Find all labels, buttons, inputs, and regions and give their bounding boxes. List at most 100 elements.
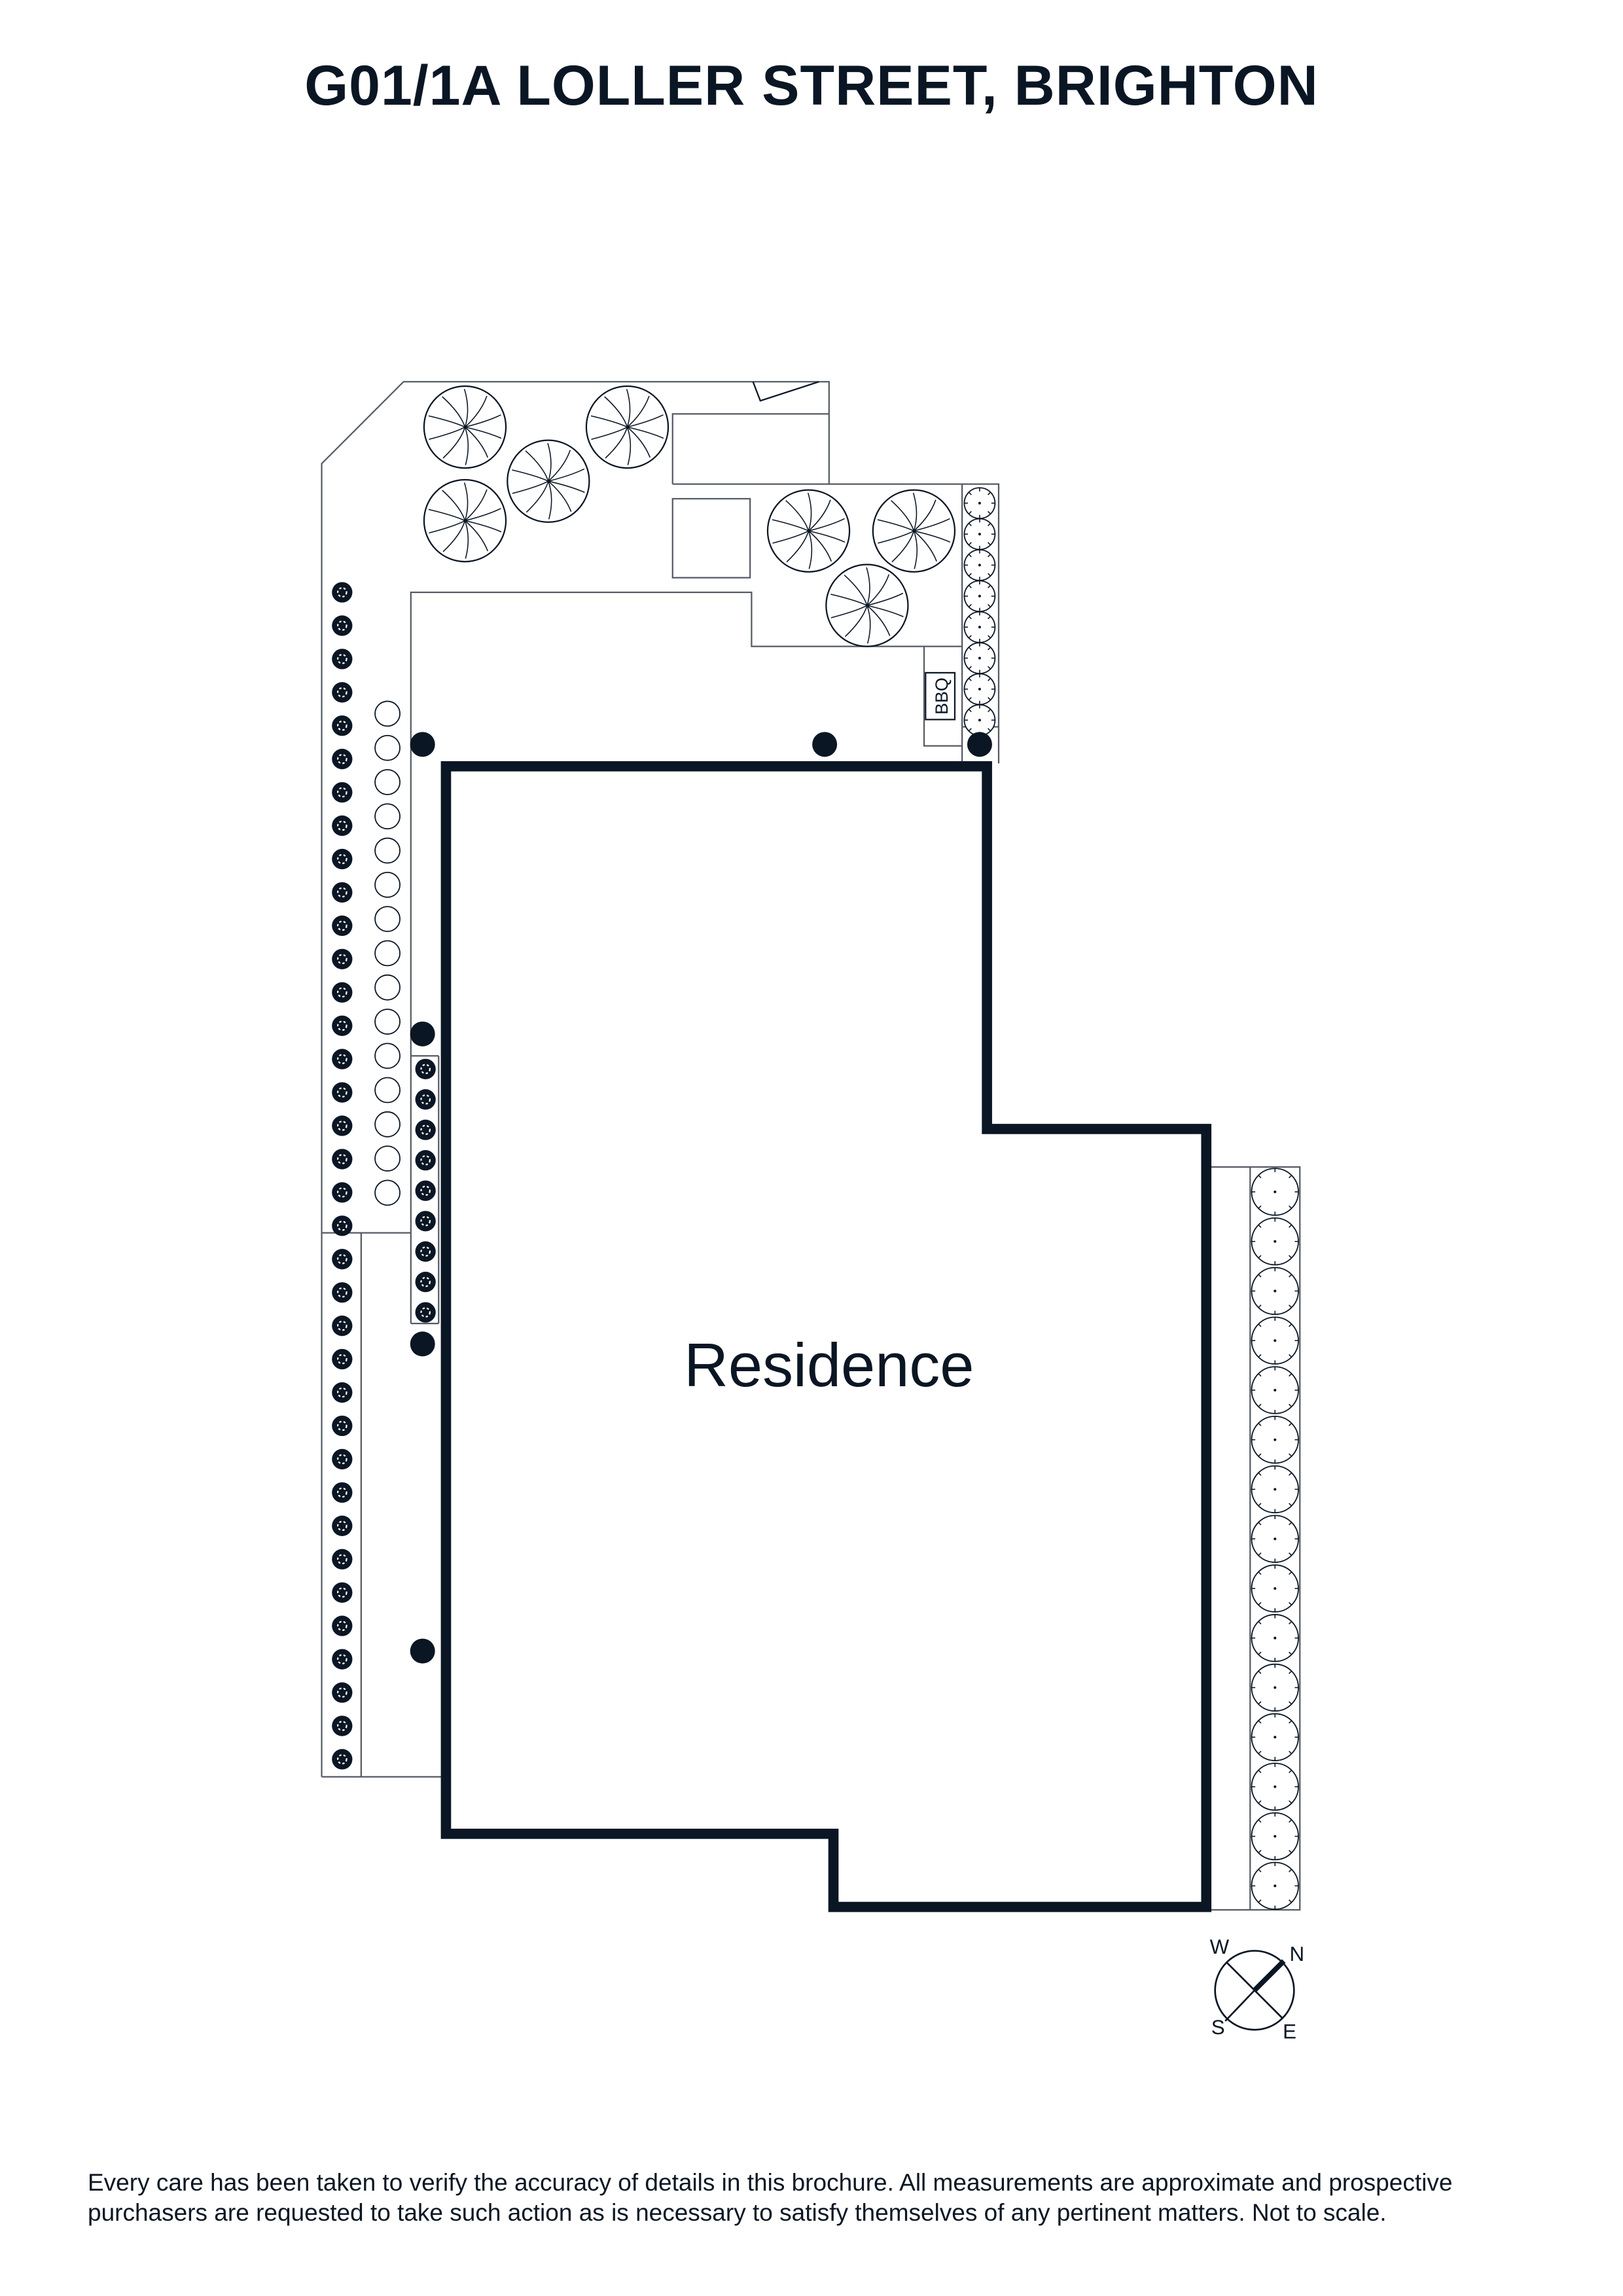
residence-outline (440, 761, 1212, 1912)
planter-plant-icon (963, 487, 996, 520)
planter-plant-icon (1251, 1168, 1299, 1216)
hedge-circle-icon (374, 769, 401, 795)
shrub-icon (415, 1150, 436, 1171)
bbq-label: BBQ (932, 677, 952, 715)
planter-plant-icon (1251, 1217, 1299, 1266)
shrub-icon (332, 1715, 353, 1736)
shrub-icon (332, 1115, 353, 1136)
planter-plant-icon (1251, 1465, 1299, 1514)
planter-plant-icon (963, 549, 996, 581)
shrub-icon (332, 1515, 353, 1536)
shrub-icon (332, 615, 353, 636)
hedge-circle-icon (374, 1043, 401, 1069)
planter-plant-icon (963, 611, 996, 643)
planter-plant-icon (1251, 1316, 1299, 1365)
shrub-icon (332, 915, 353, 937)
planter-plant-icon (1251, 1515, 1299, 1563)
hedge-circle-icon (374, 700, 401, 727)
planter-plant-icon (1251, 1614, 1299, 1662)
shrub-icon (415, 1302, 436, 1323)
tree-icon (585, 385, 669, 469)
post-dot (410, 1331, 435, 1357)
compass-e: E (1283, 2020, 1296, 2043)
tree-icon (423, 385, 507, 469)
disclaimer-line-1: Every care has been taken to verify the … (88, 2169, 1453, 2196)
shrub-icon (415, 1241, 436, 1262)
shrub-icon (332, 1549, 353, 1570)
shrub-icon (332, 715, 353, 736)
shrub-icon (332, 1149, 353, 1170)
shrub-icon (332, 1382, 353, 1403)
posts (410, 732, 992, 1664)
hedge-circle-icon (374, 1179, 401, 1206)
planter-plant-icon (1251, 1763, 1299, 1811)
post-dot (410, 732, 435, 757)
planter-circles (963, 487, 1299, 1910)
shrub-icon (332, 1415, 353, 1437)
planter-plant-icon (1251, 1564, 1299, 1613)
hedge-circle-icon (374, 1009, 401, 1035)
bbq: BBQ (925, 672, 956, 721)
disclaimer-line-2: purchasers are requested to take such ac… (88, 2199, 1387, 2226)
shrub-icon (415, 1119, 436, 1140)
hedge-circle-icon (374, 734, 401, 761)
shrub-icon (332, 1282, 353, 1303)
planter-plant-icon (1251, 1266, 1299, 1316)
hedge-circle-icon (374, 1111, 401, 1138)
shrub-icon (415, 1211, 436, 1232)
shrub-icon (415, 1089, 436, 1110)
shrub-icon (332, 749, 353, 770)
shrub-icon (415, 1180, 436, 1201)
shrub-icon (332, 1249, 353, 1270)
hedge-circle-icon (374, 803, 401, 830)
hedge-circle-icon (374, 1077, 401, 1103)
shrubs (332, 582, 436, 1770)
shrub-icon (332, 1448, 353, 1470)
planter-plant-icon (963, 673, 996, 706)
trees (423, 385, 956, 647)
post-dot (410, 1021, 435, 1047)
shrub-icon (332, 781, 353, 803)
shrub-icon (332, 1682, 353, 1703)
tree-icon (766, 489, 851, 573)
planter-plant-icon (1251, 1861, 1299, 1910)
planter-plant-icon (963, 642, 996, 674)
planter-plant-icon (1251, 1812, 1299, 1861)
shrub-icon (332, 1749, 353, 1770)
hedge-circles (374, 700, 401, 1206)
planter-plant-icon (963, 518, 996, 550)
hedge-circle-icon (374, 871, 401, 898)
post-dot (812, 732, 838, 757)
planter-plant-icon (963, 580, 996, 613)
disclaimer: Every care has been taken to verify the … (88, 2168, 1560, 2228)
shrub-icon (332, 682, 353, 703)
compass-n: N (1289, 1943, 1304, 1965)
shrub-icon (332, 1482, 353, 1503)
hedge-circle-icon (374, 906, 401, 933)
shrub-icon (332, 1649, 353, 1670)
hedge-circle-icon (374, 974, 401, 1001)
residence-label: Residence (684, 1331, 974, 1399)
shrub-icon (332, 1582, 353, 1603)
planter-plant-icon (1251, 1663, 1299, 1712)
tree-icon (872, 489, 956, 573)
shrub-icon (332, 815, 353, 836)
compass-icon: W N S E (1210, 1935, 1304, 2043)
page-title: G01/1A LOLLER STREET, BRIGHTON (304, 54, 1319, 117)
shrub-icon (332, 848, 353, 870)
shrub-icon (332, 982, 353, 1003)
hedge-circle-icon (374, 1145, 401, 1172)
shrub-icon (332, 882, 353, 903)
post-dot (410, 1638, 435, 1664)
post-dot (967, 732, 992, 757)
planter-plant-icon (963, 704, 996, 736)
shrub-icon (332, 1015, 353, 1036)
planter-plant-icon (1251, 1713, 1299, 1761)
planter-plant-icon (1251, 1416, 1299, 1464)
shrub-icon (332, 1182, 353, 1203)
tree-icon (825, 564, 909, 647)
compass-s: S (1211, 2016, 1225, 2039)
shrub-icon (332, 1615, 353, 1636)
tree-icon (423, 478, 507, 563)
